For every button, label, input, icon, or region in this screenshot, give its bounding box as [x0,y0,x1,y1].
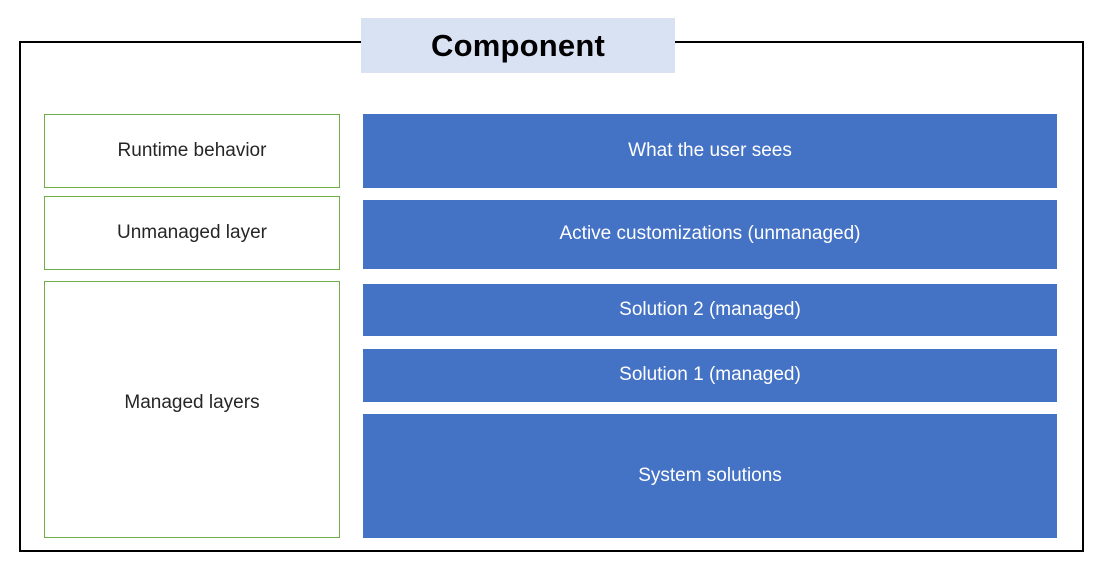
layer-bar-label: System solutions [638,464,782,486]
layer-bar-solution-2: Solution 2 (managed) [363,284,1057,336]
left-category-label: Runtime behavior [117,139,267,161]
layer-bar-what-the-user-sees: What the user sees [363,114,1057,188]
layer-bar-system-solutions: System solutions [363,414,1057,538]
page-title: Component [431,28,605,63]
layer-bar-active-customizations: Active customizations (unmanaged) [363,200,1057,269]
layer-bar-label: What the user sees [628,139,792,161]
left-category-label: Unmanaged layer [117,221,267,243]
layer-bar-label: Solution 2 (managed) [619,298,801,320]
left-category-label: Managed layers [124,392,260,414]
layer-bar-label: Solution 1 (managed) [619,364,801,386]
left-category-runtime-behavior: Runtime behavior [44,114,340,188]
layer-bar-label: Active customizations (unmanaged) [559,223,861,245]
layer-bar-solution-1: Solution 1 (managed) [363,349,1057,402]
left-category-unmanaged-layer: Unmanaged layer [44,196,340,270]
diagram-title-box: Component [361,18,675,73]
left-category-managed-layers: Managed layers [44,281,340,538]
